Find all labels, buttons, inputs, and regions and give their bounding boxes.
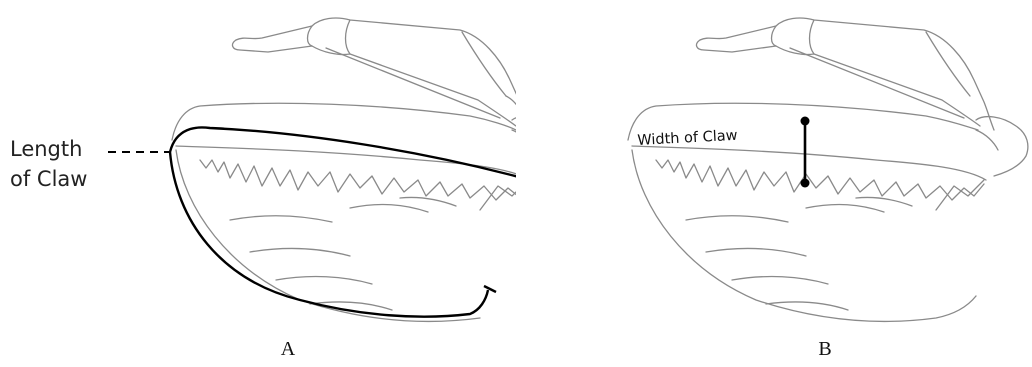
- length-label-line2: of Claw: [10, 164, 87, 194]
- claw-drawing-b: [516, 0, 1032, 367]
- panel-label-a: A: [268, 338, 308, 361]
- length-end-tick-bottom: [484, 286, 496, 292]
- length-of-claw-label: Length of Claw: [10, 134, 87, 194]
- panel-b: Width of Claw B: [516, 0, 1032, 367]
- width-measure-dot-bottom: [801, 179, 810, 188]
- claw-outline-b: [628, 18, 1028, 321]
- claw-outline-a: [172, 18, 516, 321]
- length-measure-curve: [170, 152, 488, 317]
- width-measure-dot-top: [801, 117, 810, 126]
- length-label-line1: Length: [10, 134, 87, 164]
- panel-a: Length of Claw A: [0, 0, 516, 367]
- panel-label-b: B: [805, 338, 845, 361]
